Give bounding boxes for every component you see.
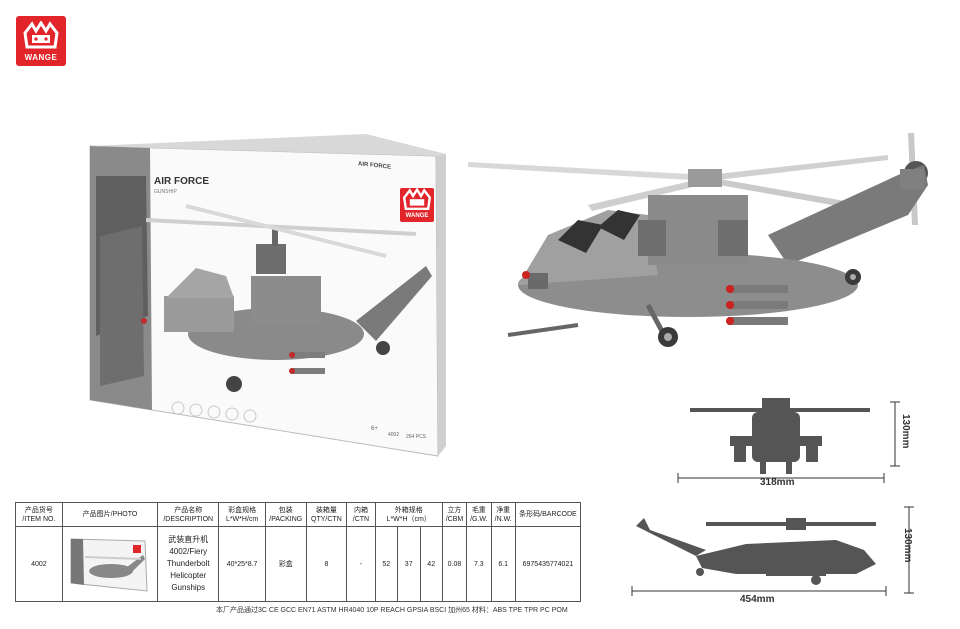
- header-nw: 净重/N.W.: [490, 502, 516, 527]
- cell-item-no: 4002: [15, 526, 63, 602]
- cell-inner: -: [346, 526, 376, 602]
- box-piece-count: 264 PCS: [406, 434, 427, 440]
- product-box-image: AIR FORCE GUNSHIP AIR FORCE WANGE 6+ 400…: [86, 116, 446, 472]
- cell-description: 武装直升机 4002/Fiery Thunderbolt Helicopter …: [157, 526, 220, 602]
- cell-carton-h: 42: [427, 560, 436, 568]
- product-thumbnail: [70, 538, 148, 592]
- cell-gw: 7.3: [466, 526, 492, 602]
- side-view-silhouette: [636, 518, 876, 585]
- box-item-number: 4002: [388, 432, 400, 438]
- header-description: 产品名称/DESCRIPTION: [157, 502, 220, 527]
- cell-qty: 8: [305, 526, 348, 602]
- box-logo-text: WANGE: [405, 213, 429, 219]
- header-cbm: 立方/CBM: [441, 502, 468, 527]
- crown-icon: [23, 21, 59, 49]
- front-height-label: 130mm: [900, 414, 911, 449]
- cell-cbm: 0.08: [441, 526, 468, 602]
- cell-barcode: 6975435774021: [514, 526, 582, 602]
- side-length-label: 454mm: [740, 594, 775, 605]
- table-row: 4002 武装直升机 4002/Fiery Thunderbolt Helico…: [15, 526, 582, 602]
- side-height-label: 130mm: [902, 528, 913, 563]
- cell-carton-l: 52: [375, 527, 398, 601]
- wange-logo: WANGE: [16, 16, 66, 66]
- cell-carton-w: 37: [397, 527, 421, 601]
- table-header-row: 产品货号/ITEM NO. 产品图片/PHOTO 产品名称/DESCRIPTIO…: [15, 502, 582, 527]
- spec-table: 产品货号/ITEM NO. 产品图片/PHOTO 产品名称/DESCRIPTIO…: [15, 502, 582, 602]
- front-height-dimension-line: [890, 401, 900, 467]
- side-length-dimension-line: [631, 586, 887, 596]
- cell-carton-size: 52 37 42: [374, 526, 443, 602]
- cell-box-size: 40*25*8.7: [218, 526, 266, 602]
- header-photo: 产品图片/PHOTO: [61, 502, 159, 527]
- box-age: 6+: [371, 426, 378, 432]
- box-subtitle: GUNSHIP: [154, 189, 177, 195]
- header-item-no: 产品货号/ITEM NO.: [15, 502, 63, 527]
- front-width-label: 318mm: [760, 477, 795, 488]
- box-title: AIR FORCE: [154, 176, 209, 187]
- side-height-dimension-line: [904, 506, 914, 594]
- box-logo: WANGE: [400, 188, 434, 222]
- front-view-silhouette: [690, 398, 870, 474]
- header-barcode: 条形码/BARCODE: [514, 502, 582, 527]
- cell-photo: [61, 526, 159, 602]
- helicopter-photo: [468, 133, 928, 347]
- crown-icon: [402, 188, 432, 210]
- front-width-dimension-line: [677, 473, 885, 483]
- cell-packing: 彩盒: [264, 526, 307, 602]
- header-gw: 毛重/G.W.: [466, 502, 492, 527]
- certifications-text: 本厂产品通过3C CE GCC EN71 ASTM HR4040 10P REA…: [216, 607, 568, 614]
- cell-nw: 6.1: [490, 526, 516, 602]
- header-inner: 内箱/CTN: [346, 502, 376, 527]
- logo-text: WANGE: [24, 53, 58, 62]
- header-packing: 包装/PACKING: [264, 502, 307, 527]
